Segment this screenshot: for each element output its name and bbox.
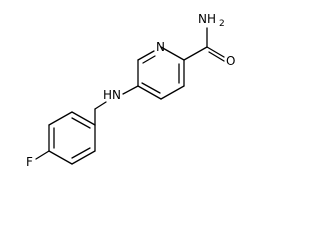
bond-c6-n-inner [142, 55, 156, 64]
amine-nh-label: HN [103, 88, 121, 102]
bond-b5-b6-inner [71, 147, 91, 159]
bond-c2-carbonyl [183, 46, 208, 61]
bond-c4-c5 [137, 85, 162, 100]
bond-carbonyl-o-a [206, 46, 225, 58]
bond-nh-ch2 [94, 101, 107, 110]
fluorine-label: F [26, 155, 33, 169]
molecule-structure: NH 2 O N HN F [26, 12, 235, 169]
bond-b2-b3 [48, 111, 73, 126]
bond-c4-c5-inner [141, 82, 161, 94]
amide-nh2-label: NH [198, 12, 216, 26]
carboxamide-group [183, 27, 225, 62]
bond-c5-nh [122, 85, 139, 95]
bond-b1-b2-inner [71, 117, 91, 129]
bond-c3-c4 [160, 85, 185, 100]
bond-b4-b5 [48, 150, 73, 165]
benzylamine-linker [94, 85, 139, 126]
bond-n-c2 [160, 46, 185, 61]
pyridine-ring [137, 46, 185, 100]
bond-c6-n [137, 50, 155, 61]
amide-nh2-subscript: 2 [219, 19, 225, 29]
amide-oxygen-label: O [226, 54, 235, 68]
bond-b4-f [35, 150, 50, 160]
bond-b1-b2 [71, 111, 96, 126]
fluorophenyl-ring [35, 111, 96, 165]
bond-b5-b6 [71, 150, 96, 165]
structure-canvas: NH 2 O N HN F [26, 12, 236, 169]
pyridine-nitrogen-label: N [156, 40, 165, 54]
bond-carbonyl-o-b [208, 51, 225, 62]
